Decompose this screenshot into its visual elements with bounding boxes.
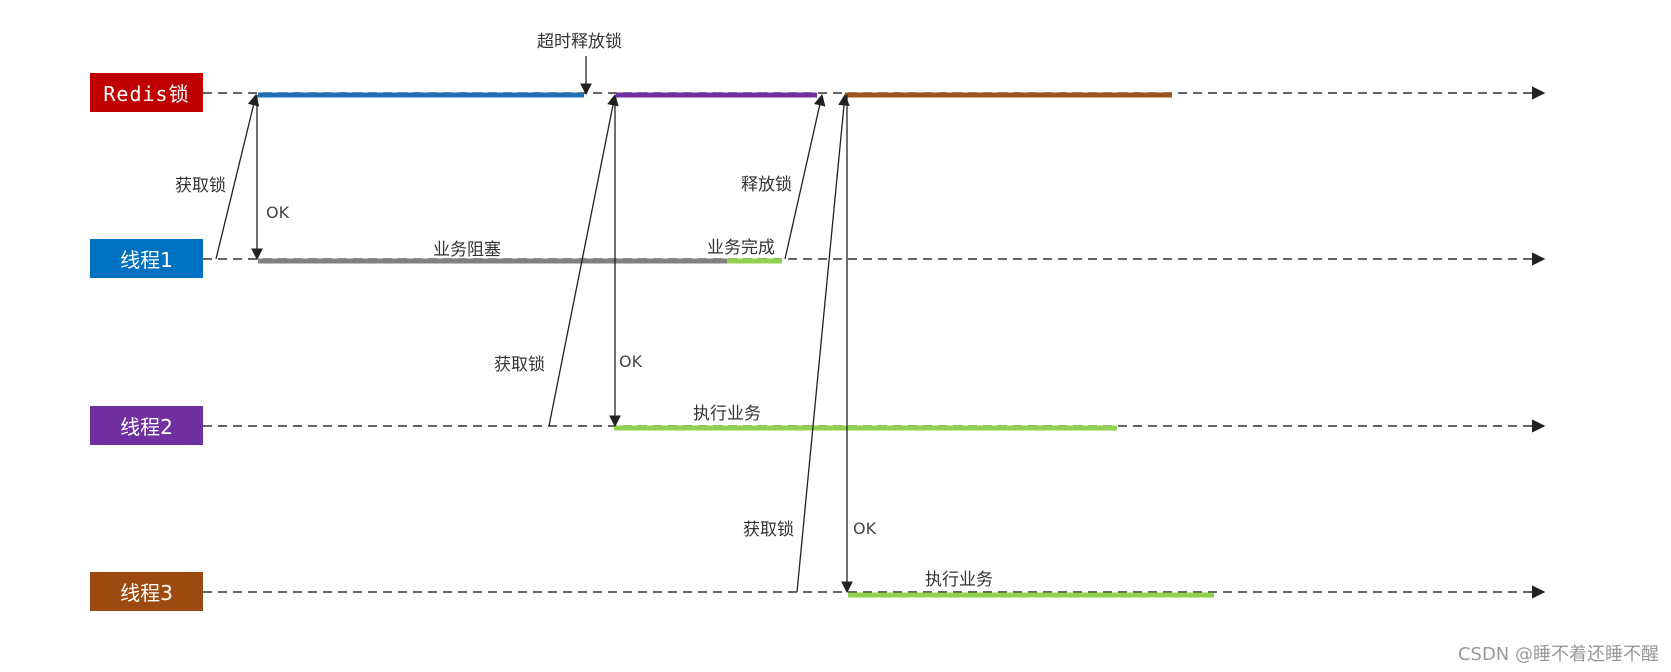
thread1-ok-note: OK xyxy=(266,203,290,222)
thread2-acquire-note: 获取锁 xyxy=(494,355,545,375)
thread1-blocked-note: 业务阻塞 xyxy=(433,240,501,260)
thread2-exec-note: 执行业务 xyxy=(693,404,761,424)
thread3-label: 线程3 xyxy=(90,572,203,611)
timeout-release-note: 超时释放锁 xyxy=(537,32,622,52)
thread1-done-note: 业务完成 xyxy=(707,238,775,258)
thread1-acquire-arrow xyxy=(215,93,260,260)
thread1-release-arrow xyxy=(784,93,826,260)
thread2-acquire-arrow xyxy=(548,93,619,427)
release-lock-note: 释放锁 xyxy=(741,175,792,195)
redis-lock-label: Redis锁 xyxy=(90,73,203,112)
thread3-acquire-arrow xyxy=(796,93,850,593)
thread1-label: 线程1 xyxy=(90,239,203,278)
thread1-acquire-note: 获取锁 xyxy=(175,176,226,196)
watermark: CSDN @睡不着还睡不醒 xyxy=(1457,644,1659,665)
thread2-label: 线程2 xyxy=(90,406,203,445)
thread3-acquire-note: 获取锁 xyxy=(743,520,794,540)
thread2-ok-note: OK xyxy=(619,352,643,371)
thread3-ok-note: OK xyxy=(853,519,877,538)
thread3-exec-note: 执行业务 xyxy=(925,570,993,590)
